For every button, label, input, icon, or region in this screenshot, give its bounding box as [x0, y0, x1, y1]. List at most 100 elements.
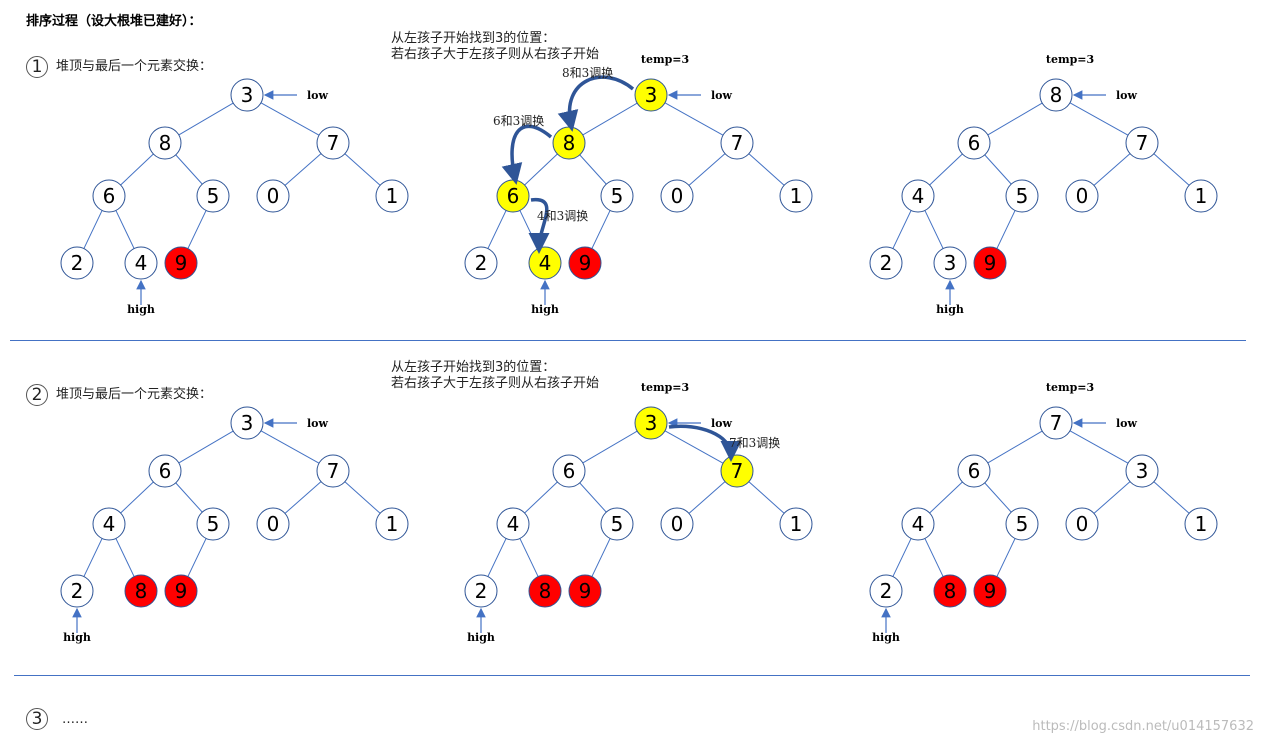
node-value: 8: [159, 131, 172, 155]
node-circle: [901, 507, 935, 541]
node-value: 2: [880, 579, 893, 603]
tree-edge: [175, 154, 203, 185]
tree-node: 8: [1039, 78, 1073, 112]
node-value: 9: [984, 579, 997, 603]
tree-node: 9: [973, 246, 1007, 280]
page-title: 排序过程（设大根堆已建好）：: [26, 14, 202, 29]
node-value: 2: [71, 251, 84, 275]
tree-node: 1: [779, 179, 813, 213]
tree-node: 3: [1125, 454, 1159, 488]
node-value: 2: [880, 251, 893, 275]
low-label: low: [1116, 417, 1138, 430]
tree-node: 7: [316, 126, 350, 160]
tree-edge: [175, 482, 203, 513]
swap-annotation: 6和3调换: [493, 114, 553, 185]
tree-edge: [688, 153, 726, 186]
node-circle: [933, 246, 967, 280]
node-circle: [660, 507, 694, 541]
tree-node: 1: [1184, 507, 1218, 541]
tree-edge: [284, 153, 322, 186]
high-label: high: [467, 631, 495, 644]
tree-node: 0: [256, 507, 290, 541]
tree-edge: [344, 153, 381, 186]
node-circle: [1125, 126, 1159, 160]
tree-node: 2: [869, 246, 903, 280]
tree-node: 6: [496, 179, 530, 213]
node-circle: [1005, 179, 1039, 213]
tree-edge: [115, 538, 135, 577]
step-number-icon: 3: [26, 708, 48, 730]
tree-node: 9: [568, 246, 602, 280]
node-circle: [316, 126, 350, 160]
tree-node: 7: [720, 126, 754, 160]
tree-node: 5: [196, 507, 230, 541]
tree-node: 8: [148, 126, 182, 160]
tree-edge: [187, 538, 207, 577]
node-circle: [869, 574, 903, 608]
tree-node: 0: [256, 179, 290, 213]
node-value: 4: [507, 512, 520, 536]
note-line: 从左孩子开始找到3的位置：: [391, 31, 556, 46]
node-circle: [92, 179, 126, 213]
node-circle: [720, 126, 754, 160]
node-circle: [552, 454, 586, 488]
tree-edge: [524, 153, 558, 186]
tree-edge: [487, 210, 507, 249]
tree-edge: [178, 102, 234, 136]
node-circle: [316, 454, 350, 488]
tree-edge: [924, 538, 944, 577]
tree-node: 1: [375, 507, 409, 541]
node-circle: [375, 507, 409, 541]
step-3: 3……: [26, 708, 88, 730]
node-value: 5: [1016, 184, 1029, 208]
note-2: 从左孩子开始找到3的位置： 若右孩子大于左孩子则从右孩子开始: [391, 360, 599, 392]
tree-edge: [984, 154, 1012, 185]
low-label: low: [711, 89, 733, 102]
node-value: 8: [135, 579, 148, 603]
node-value: 1: [790, 512, 803, 536]
tree-edge: [1153, 481, 1190, 514]
node-circle: [375, 179, 409, 213]
note-line: 若右孩子大于左孩子则从右孩子开始: [391, 376, 600, 391]
tree-edge: [591, 538, 611, 577]
node-value: 3: [944, 251, 957, 275]
note-line: 若右孩子大于左孩子则从右孩子开始: [391, 47, 600, 62]
node-value: 6: [968, 459, 981, 483]
node-circle: [1065, 507, 1099, 541]
tree-edge: [664, 102, 724, 136]
node-circle: [1039, 406, 1073, 440]
tree-node: 0: [660, 179, 694, 213]
node-value: 9: [579, 251, 592, 275]
step-label: 堆顶与最后一个元素交换：: [56, 59, 213, 74]
tree-node: 9: [568, 574, 602, 608]
node-circle: [1005, 507, 1039, 541]
tree-edge: [748, 481, 785, 514]
swap-arrow-icon: [501, 124, 553, 185]
node-circle: [164, 246, 198, 280]
node-circle: [464, 246, 498, 280]
node-value: 3: [241, 83, 254, 107]
node-circle: [600, 179, 634, 213]
node-value: 2: [71, 579, 84, 603]
tree-edge: [524, 481, 558, 514]
tree-node: 8: [552, 126, 586, 160]
swap-annotation: 8和3调换: [557, 66, 635, 132]
tree-node: 3: [230, 406, 264, 440]
step-label: 堆顶与最后一个元素交换：: [56, 387, 213, 402]
tree-node: 0: [1065, 179, 1099, 213]
tree-edge: [929, 481, 963, 514]
node-value: 0: [1076, 184, 1089, 208]
tree-node: 4: [496, 507, 530, 541]
node-circle: [92, 507, 126, 541]
node-value: 7: [1050, 411, 1063, 435]
tree-edge: [178, 430, 234, 464]
tree-edge: [892, 538, 912, 577]
tree-node: 0: [660, 507, 694, 541]
tree-node: 9: [164, 574, 198, 608]
node-value: 6: [968, 131, 981, 155]
node-circle: [634, 406, 668, 440]
tree-node: 1: [375, 179, 409, 213]
